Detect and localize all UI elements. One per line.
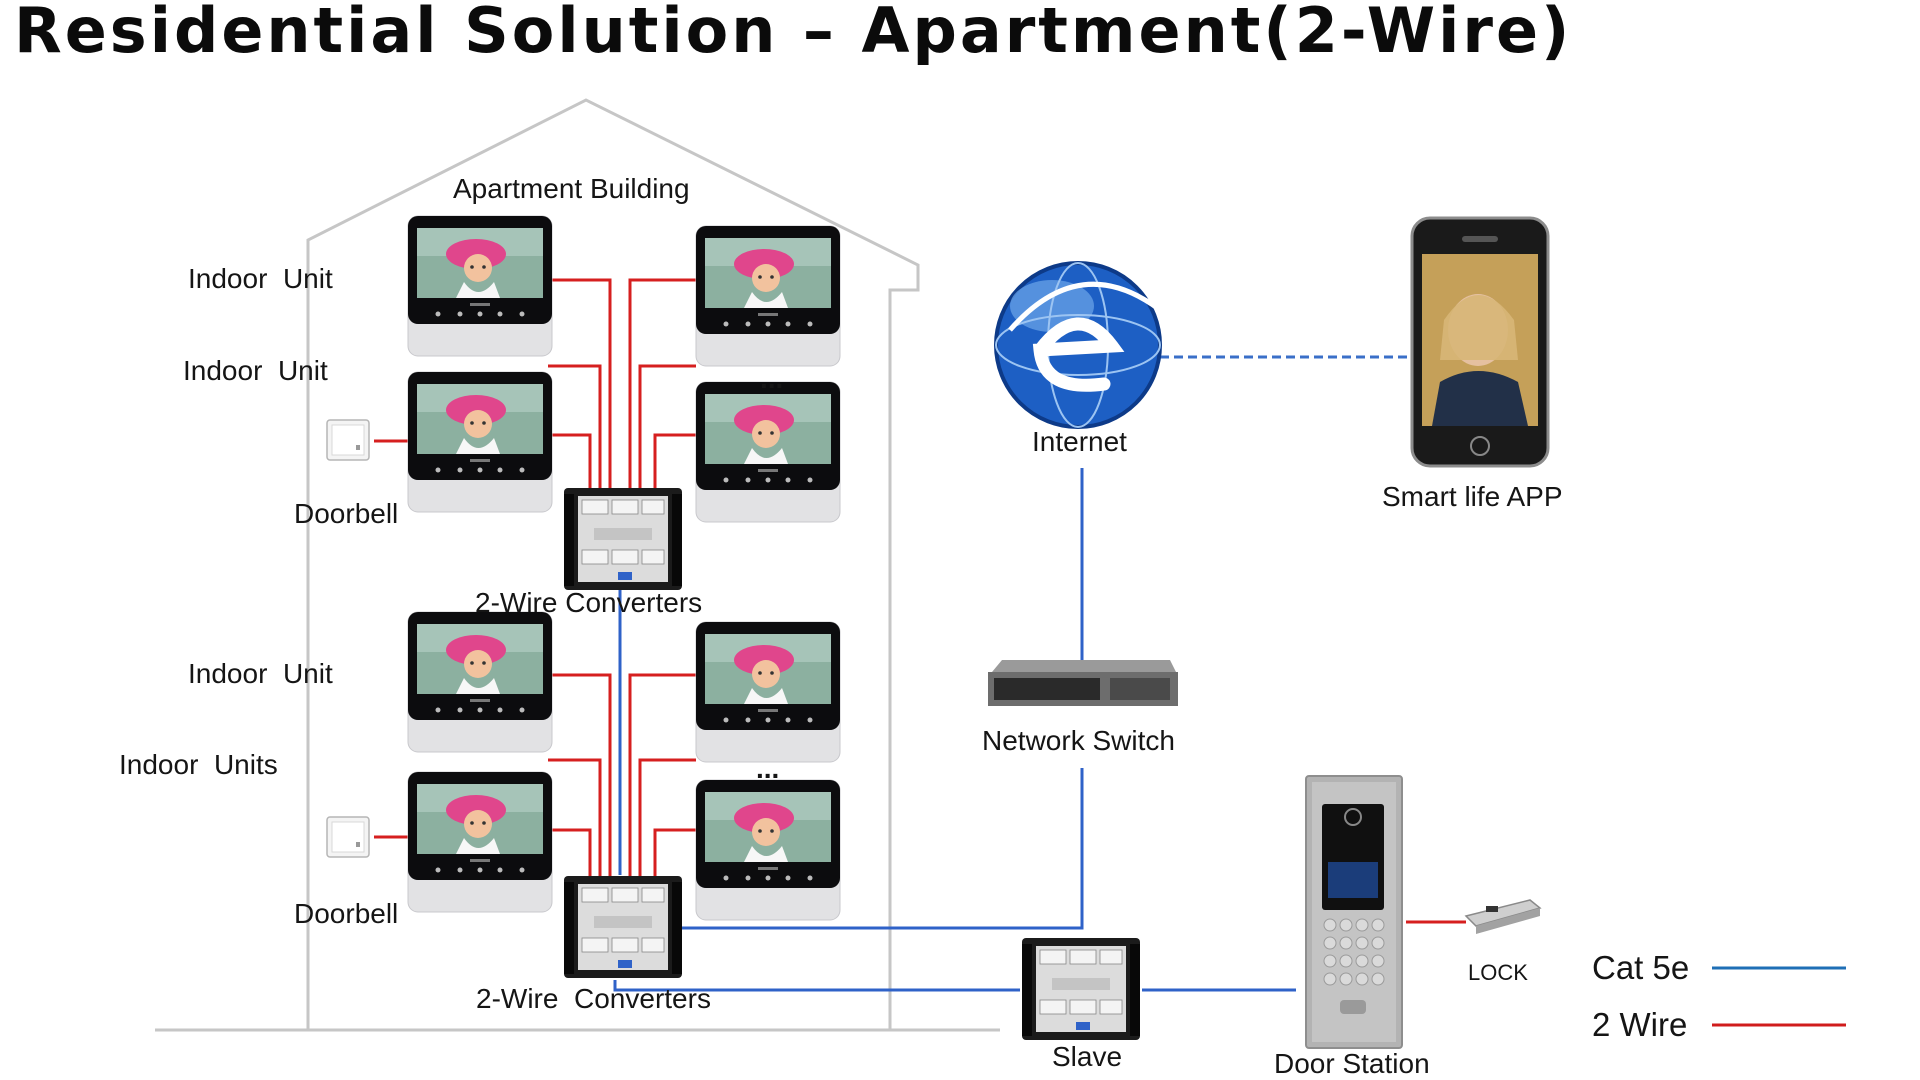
two-wire-converter bbox=[563, 487, 683, 591]
lock-label: LOCK bbox=[1468, 960, 1528, 985]
slave-converter bbox=[1021, 937, 1141, 1041]
smartphone-icon bbox=[1410, 216, 1550, 468]
doorbell-button bbox=[326, 419, 370, 461]
cat5e-connections bbox=[613, 468, 1296, 992]
converter-label: 2-Wire Converters bbox=[476, 983, 711, 1014]
door-station-panel bbox=[1305, 775, 1403, 1049]
doorbell-button bbox=[326, 816, 370, 858]
converter-label: 2-Wire Converters bbox=[475, 587, 702, 618]
door-station-label: Door Station bbox=[1274, 1048, 1430, 1079]
indoor-unit-monitor bbox=[695, 225, 841, 367]
indoor-unit-label: Indoor Unit bbox=[188, 658, 333, 689]
more-units-ellipsis: ... bbox=[756, 753, 779, 784]
indoor-unit-monitor bbox=[407, 611, 553, 753]
magnetic-lock-icon bbox=[1464, 899, 1542, 934]
more-units-ellipsis: ... bbox=[760, 363, 783, 394]
indoor-unit-monitor bbox=[407, 371, 553, 513]
internet-label: Internet bbox=[1032, 426, 1127, 457]
apartment-building-outline bbox=[155, 98, 1000, 1032]
indoor-unit-monitor bbox=[407, 215, 553, 357]
legend-label-cat5e: Cat 5e bbox=[1592, 949, 1689, 986]
indoor-unit-monitor bbox=[695, 621, 841, 763]
indoor-unit-monitor bbox=[695, 779, 841, 921]
internet-globe-icon bbox=[994, 261, 1162, 429]
indoor-unit-monitor bbox=[695, 381, 841, 523]
indoor-unit-label: Indoor Unit bbox=[188, 263, 333, 294]
doorbell-label: Doorbell bbox=[294, 898, 398, 929]
network-switch-icon bbox=[988, 660, 1178, 706]
indoor-unit-label: Indoor Unit bbox=[183, 355, 328, 386]
network-switch-label: Network Switch bbox=[982, 725, 1175, 756]
legend: Cat 5e 2 Wire bbox=[1592, 949, 1846, 1043]
smart-app-label: Smart life APP bbox=[1382, 481, 1563, 512]
doorbell-label: Doorbell bbox=[294, 498, 398, 529]
building-label: Apartment Building bbox=[453, 173, 690, 204]
indoor-unit-monitor bbox=[407, 771, 553, 913]
indoor-units-label: Indoor Units bbox=[119, 749, 278, 780]
slave-label: Slave bbox=[1052, 1041, 1122, 1072]
two-wire-connections bbox=[374, 278, 1466, 924]
two-wire-converter bbox=[563, 875, 683, 979]
page-title: Residential Solution – Apartment(2-Wire) bbox=[14, 0, 1573, 67]
legend-label-2wire: 2 Wire bbox=[1592, 1006, 1687, 1043]
